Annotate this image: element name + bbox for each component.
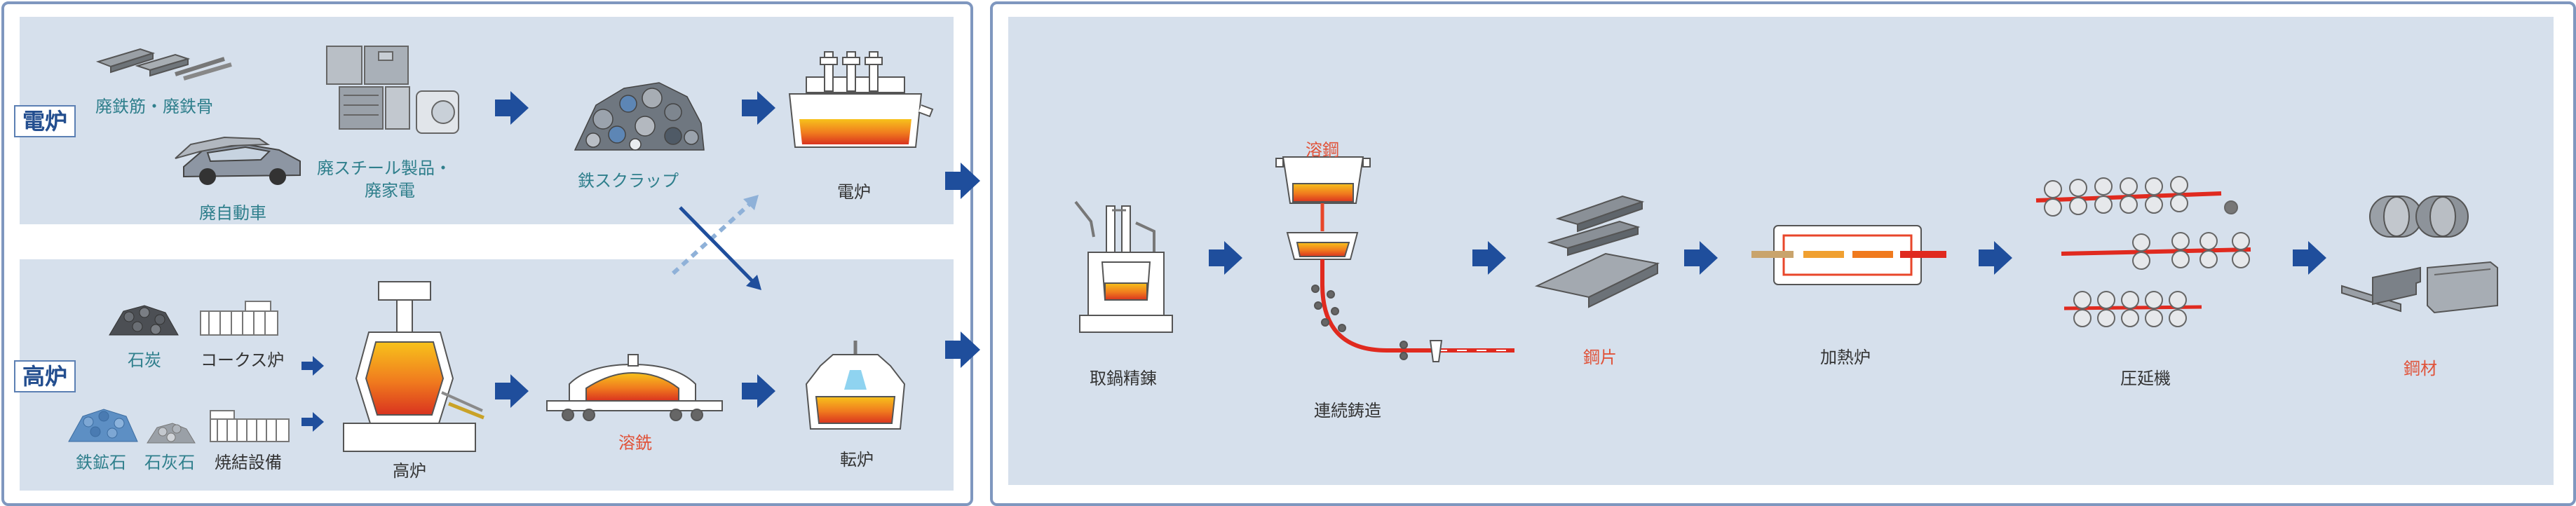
cross-flow-arrows [671,195,761,290]
molten-steel-label: 溶鋼 [1306,140,1339,160]
continuous-casting-label: 連続鋳造 [1314,401,1381,420]
steel-products-label: 鋼材 [2404,359,2437,378]
limestone-pile-icon [147,423,196,444]
blast-furnace-icon [343,281,484,452]
iron-ore-pile-icon [68,409,138,442]
iron-scrap-label: 鉄スクラップ [578,171,679,191]
eaf-label: 電炉 [837,182,871,202]
flow-arrow-9 [2293,241,2326,275]
sinter-plant-icon [210,410,290,442]
rolling-mill-label: 圧延機 [2120,369,2171,388]
flow-arrow-sinter [301,412,324,432]
billet-icon [1534,195,1660,308]
steel-products-icon [2341,196,2498,314]
torpedo-car-icon [546,354,723,421]
flow-arrow-2 [742,91,775,125]
iron-ore-label: 鉄鉱石 [76,453,126,472]
flow-arrow-6 [1472,241,1506,275]
scrap-appliances-icon [326,46,459,134]
electric-furnace-icon [788,51,934,148]
limestone-label: 石灰石 [144,453,195,472]
scrap-car-icon [175,136,301,185]
flow-arrow-8 [1979,241,2012,275]
scrap-cars-label: 廃自動車 [199,203,266,223]
coke-oven-icon [200,301,278,336]
flow-arrow-1 [495,91,529,125]
continuous-caster-icon [1275,156,1514,362]
bf-route-tag: 高炉 [14,360,76,392]
ladle-refining-label: 取鍋精錬 [1090,369,1157,388]
converter-label: 転炉 [840,450,874,470]
steel-beams-icon [95,48,232,81]
billet-label: 鋼片 [1583,348,1617,367]
flow-arrow-4 [742,374,775,408]
scrap-appliances-label-1: 廃スチール製品・ [317,158,452,178]
coal-label: 石炭 [128,350,161,370]
flow-arrow-7 [1684,241,1718,275]
scrap-rebar-label: 廃鉄筋・廃鉄骨 [95,97,213,116]
sinter-label: 焼結設備 [215,453,282,472]
reheating-furnace-label: 加熱炉 [1820,348,1871,367]
hot-metal-label: 溶銑 [618,433,652,453]
iron-scrap-pile-icon [574,82,705,151]
flow-arrow-coke [301,356,324,376]
scrap-appliances-label-2: 廃家電 [365,181,415,200]
bf-band [20,259,954,491]
eaf-route-tag: 電炉 [14,105,76,137]
converter-icon [805,341,906,430]
connector-arrow-bottom [945,331,980,368]
ladle-refining-icon [1074,200,1173,333]
flow-arrow-3 [495,374,529,408]
connector-arrow-top [945,163,980,199]
flow-arrow-5 [1209,241,1242,275]
reheating-furnace-icon [1751,225,1946,285]
coke-oven-label: コークス炉 [201,350,285,370]
blast-furnace-label: 高炉 [393,461,426,481]
rolling-mill-icon [2035,176,2251,327]
coal-pile-icon [109,305,179,336]
